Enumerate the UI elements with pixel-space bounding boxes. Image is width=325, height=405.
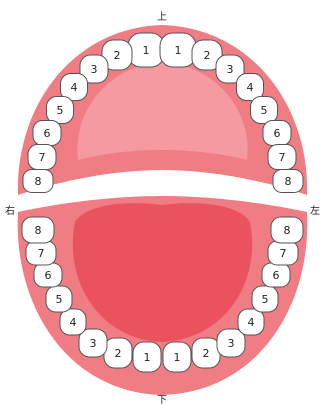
tooth-upper-right-1: 1: [128, 33, 164, 67]
tooth-lower-left-1: 1: [163, 342, 191, 372]
tooth-lower-left-8: 8: [271, 217, 303, 243]
label-lower: 下: [157, 395, 167, 405]
tooth-number: 7: [280, 247, 287, 260]
tooth-upper-right-5: 5: [47, 97, 74, 124]
tooth-lower-right-2: 2: [104, 338, 132, 368]
tooth-number: 5: [262, 293, 269, 306]
tooth-lower-right-3: 3: [79, 329, 107, 357]
tooth-number: 6: [273, 269, 280, 282]
tooth-upper-right-8: 8: [23, 170, 53, 193]
tooth-number: 3: [228, 337, 235, 350]
tooth-number: 5: [57, 104, 64, 117]
tooth-number: 2: [203, 347, 210, 360]
tooth-number: 8: [35, 175, 42, 188]
tooth-number: 8: [285, 175, 292, 188]
tooth-lower-left-7: 7: [268, 241, 298, 265]
label-upper: 上: [157, 11, 167, 23]
tooth-lower-right-1: 1: [133, 342, 161, 372]
tooth-lower-right-5: 5: [46, 286, 72, 312]
tooth-upper-left-6: 6: [263, 121, 291, 146]
tooth-lower-left-3: 3: [217, 329, 245, 357]
tooth-number: 1: [144, 351, 151, 364]
tooth-number: 5: [56, 293, 63, 306]
tooth-upper-right-6: 6: [33, 121, 61, 146]
tooth-upper-left-7: 7: [268, 145, 296, 170]
tooth-number: 7: [39, 151, 46, 164]
tooth-lower-right-4: 4: [60, 309, 86, 335]
tooth-number: 4: [248, 316, 255, 329]
tooth-lower-left-6: 6: [262, 263, 290, 287]
tooth-upper-left-8: 8: [273, 170, 303, 193]
tooth-number: 8: [284, 224, 291, 237]
tooth-number: 7: [279, 151, 286, 164]
tooth-number: 1: [143, 44, 150, 57]
label-left: 左: [310, 204, 320, 217]
tooth-lower-left-2: 2: [192, 338, 220, 368]
tooth-number: 3: [91, 63, 98, 76]
tooth-lower-right-6: 6: [34, 263, 62, 287]
tooth-lower-left-4: 4: [238, 309, 264, 335]
tooth-number: 6: [45, 269, 52, 282]
tooth-number: 2: [115, 347, 122, 360]
tooth-number: 2: [204, 49, 211, 62]
tooth-lower-left-5: 5: [252, 286, 278, 312]
tooth-number: 2: [114, 49, 121, 62]
tooth-number: 5: [261, 104, 268, 117]
tooth-number: 1: [174, 351, 181, 364]
tooth-number: 6: [274, 127, 281, 140]
tooth-lower-right-8: 8: [22, 217, 54, 243]
tooth-number: 3: [90, 337, 97, 350]
tooth-number: 1: [175, 44, 182, 57]
tooth-number: 4: [70, 316, 77, 329]
tooth-number: 4: [247, 81, 254, 94]
tooth-lower-right-7: 7: [26, 241, 56, 265]
tooth-number: 6: [44, 127, 51, 140]
tooth-number: 3: [227, 63, 234, 76]
tooth-upper-right-7: 7: [28, 145, 56, 170]
tooth-upper-left-5: 5: [251, 97, 278, 124]
tooth-upper-left-1: 1: [160, 33, 196, 67]
tooth-number: 4: [71, 81, 78, 94]
label-right: 右: [5, 204, 15, 217]
tooth-number: 7: [38, 247, 45, 260]
tooth-number: 8: [35, 224, 42, 237]
